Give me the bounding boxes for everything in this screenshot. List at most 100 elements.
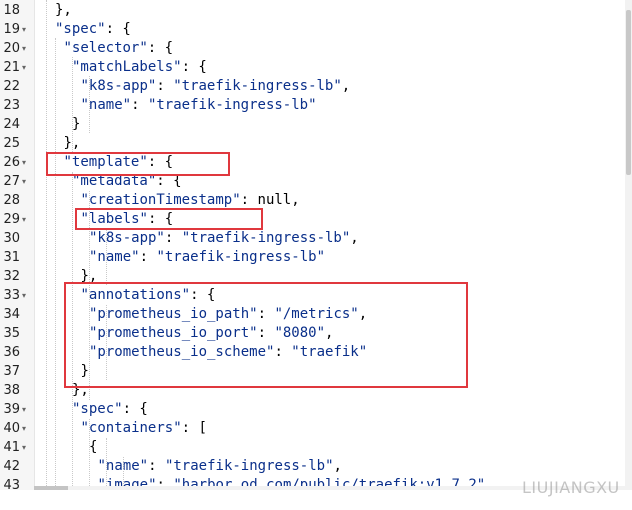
horizontal-scrollbar-thumb[interactable] (34, 486, 68, 490)
fold-toggle-icon[interactable]: ▾ (22, 291, 27, 300)
line-number: 30 (3, 231, 20, 246)
code-text: "matchLabels": { (72, 58, 207, 77)
code-text: "spec": { (55, 20, 131, 39)
indent-guide (89, 419, 90, 490)
line-number: 33 (3, 288, 20, 303)
code-line: 29▾ "labels": { (0, 210, 632, 229)
code-line: 34"prometheus_io_path": "/metrics", (0, 305, 632, 324)
fold-toggle-icon[interactable]: ▾ (22, 44, 27, 53)
json-punctuation: } (72, 116, 81, 132)
fold-toggle-icon[interactable]: ▾ (22, 215, 27, 224)
json-string: "traefik-ingress-lb" (164, 458, 334, 474)
json-key: "prometheus_io_path" (89, 306, 258, 322)
json-string: "traefik" (291, 344, 368, 360)
json-punctuation: : (148, 458, 165, 474)
json-key: "name" (89, 249, 140, 265)
code-text: "name": "traefik-ingress-lb" (81, 96, 317, 115)
code-text: "selector": { (64, 39, 174, 58)
json-punctuation: , (333, 458, 342, 474)
fold-toggle-icon[interactable]: ▾ (22, 25, 27, 34)
code-line: 27▾"metadata": { (0, 172, 632, 191)
json-punctuation: : (139, 249, 157, 265)
json-punctuation: , (341, 78, 351, 94)
json-punctuation: , (325, 325, 334, 341)
code-text: "prometheus_io_port": "8080", (89, 324, 333, 343)
line-number-gutter (0, 0, 35, 490)
line-number: 29 (3, 212, 20, 227)
code-line: 39▾"spec": { (0, 400, 632, 419)
horizontal-scrollbar[interactable] (34, 486, 625, 490)
code-line: 42 "name": "traefik-ingress-lb", (0, 457, 632, 476)
json-punctuation: } (80, 363, 89, 379)
line-number: 35 (3, 326, 20, 341)
code-line: 35 "prometheus_io_port": "8080", (0, 324, 632, 343)
json-punctuation: : (164, 230, 182, 246)
json-punctuation: }, (63, 135, 81, 151)
code-text: "labels": { (81, 210, 174, 229)
code-text: "name": "traefik-ingress-lb", (98, 457, 342, 476)
line-number: 23 (3, 98, 20, 113)
line-number: 34 (3, 307, 20, 322)
line-number: 37 (3, 364, 20, 379)
line-number: 31 (3, 250, 20, 265)
code-editor[interactable]: 18},19▾"spec": {20▾"selector": {21▾"matc… (0, 0, 632, 490)
code-text: }, (81, 267, 98, 286)
indent-guide (89, 76, 90, 133)
indent-guide (106, 305, 107, 380)
line-number: 28 (3, 193, 20, 208)
line-number: 42 (3, 459, 20, 474)
line-number: 26 (3, 155, 20, 170)
json-punctuation: { (89, 439, 98, 455)
code-text: }, (55, 1, 72, 20)
code-line: 37} (0, 362, 632, 381)
line-number: 20 (3, 41, 20, 56)
code-line: 24} (0, 115, 632, 134)
json-punctuation: }, (55, 2, 72, 18)
code-line: 26▾ "template": { (0, 153, 632, 172)
json-key: "prometheus_io_scheme" (89, 344, 275, 360)
json-punctuation: : { (147, 40, 174, 56)
json-string: "traefik-ingress-lb" (181, 230, 351, 246)
json-key: "name" (80, 97, 132, 113)
fold-toggle-icon[interactable]: ▾ (22, 405, 27, 414)
code-line: 32}, (0, 267, 632, 286)
json-punctuation: : { (122, 401, 148, 417)
fold-toggle-icon[interactable]: ▾ (22, 424, 27, 433)
json-punctuation: : { (156, 173, 182, 189)
indent-guide (123, 457, 124, 490)
code-text: "annotations": { (81, 286, 216, 305)
line-number: 25 (3, 136, 20, 151)
json-string: "traefik-ingress-lb" (156, 249, 326, 265)
highlight-labels-box (75, 208, 263, 230)
fold-toggle-icon[interactable]: ▾ (22, 177, 27, 186)
vertical-scrollbar-thumb[interactable] (626, 10, 631, 175)
json-punctuation: }, (80, 268, 98, 284)
code-text: "prometheus_io_scheme": "traefik" (89, 343, 367, 362)
code-line: 23 "name": "traefik-ingress-lb" (0, 96, 632, 115)
json-key: "prometheus_io_port" (89, 325, 258, 341)
code-text: }, (64, 134, 81, 153)
json-punctuation: : { (147, 154, 174, 170)
highlight-annotations-box (64, 282, 468, 388)
code-line: 21▾"matchLabels": { (0, 58, 632, 77)
json-punctuation: : (156, 78, 174, 94)
json-punctuation: : { (190, 287, 216, 303)
fold-toggle-icon[interactable]: ▾ (22, 158, 27, 167)
code-text: "containers": [ (81, 419, 207, 438)
line-number: 36 (3, 345, 20, 360)
fold-toggle-icon[interactable]: ▾ (22, 63, 27, 72)
fold-toggle-icon[interactable]: ▾ (22, 443, 27, 452)
json-string: "traefik-ingress-lb" (173, 78, 342, 94)
json-punctuation: : null, (240, 192, 300, 208)
json-key: "template" (63, 154, 148, 170)
json-key: "matchLabels" (72, 59, 182, 75)
vertical-scrollbar[interactable] (625, 0, 632, 490)
json-punctuation: : (131, 97, 148, 113)
code-line: 40▾"containers": [ (0, 419, 632, 438)
json-punctuation: : { (105, 21, 131, 37)
json-punctuation: : (274, 344, 292, 360)
code-line: 33▾ "annotations": { (0, 286, 632, 305)
code-line: 28"creationTimestamp": null, (0, 191, 632, 210)
code-line: 36 "prometheus_io_scheme": "traefik" (0, 343, 632, 362)
line-number: 39 (3, 402, 20, 417)
